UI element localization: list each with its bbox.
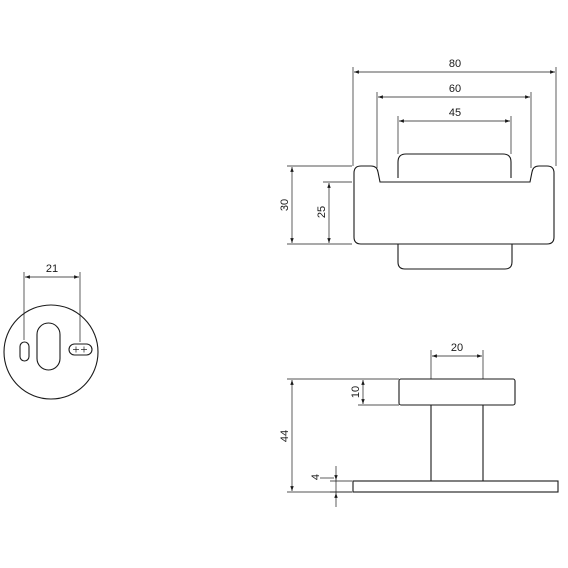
dim-label-80: 80 [449,58,461,70]
dim-label-45: 45 [449,107,461,119]
dim-label-25: 25 [316,206,328,218]
dim-label-10: 10 [350,386,362,398]
front-top-block [397,153,512,178]
side-base-plate [352,480,559,493]
rosette-view: 21 [3,263,99,400]
dim-label-20: 20 [451,342,463,354]
dim-label-4: 4 [310,474,322,480]
front-bottom-block [397,244,513,270]
rosette-outline [3,304,99,400]
dim-label-44: 44 [279,430,291,442]
front-view: 80 60 45 30 25 [279,58,557,270]
dim-label-60: 60 [449,83,461,95]
front-main-body [353,165,555,245]
rosette-left-slot [19,341,30,362]
dim-label-30: 30 [279,199,291,211]
side-view: 20 10 44 4 [279,342,559,507]
dim-label-21: 21 [46,263,58,275]
side-top-bar [398,378,516,406]
rosette-center-slot [36,322,61,371]
rosette-right-slot [68,343,93,356]
